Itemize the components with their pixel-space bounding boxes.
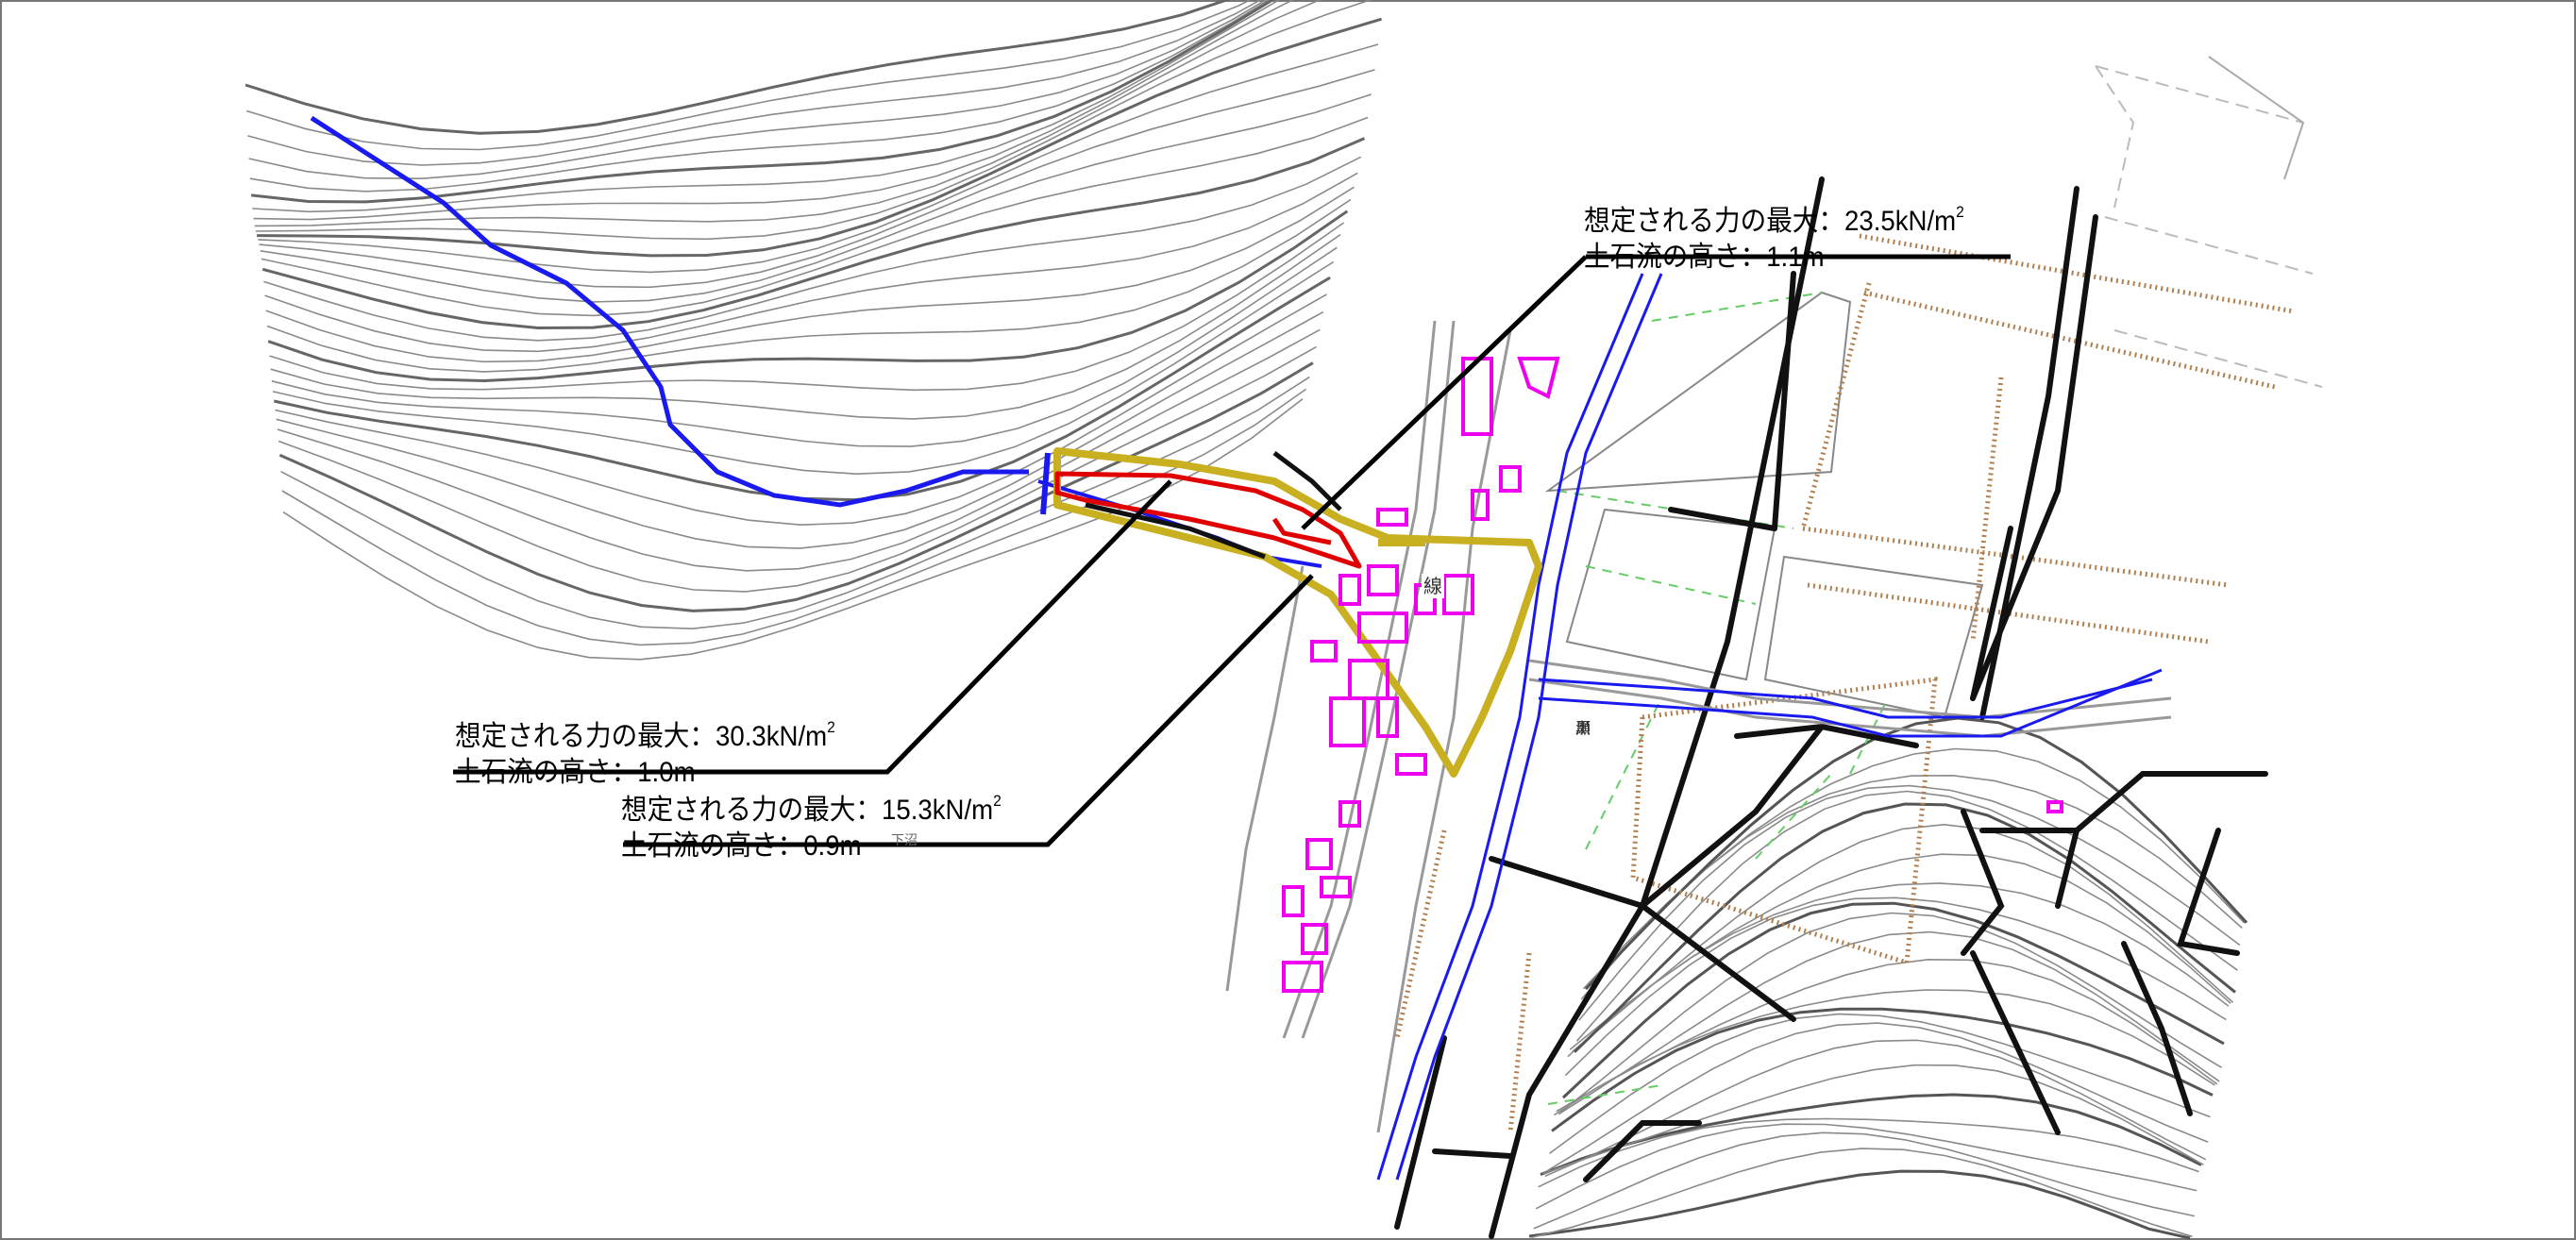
contour-line — [1575, 790, 2238, 1042]
contour-line — [1557, 930, 2220, 1115]
contour-line — [1544, 1039, 2207, 1178]
callout-a-height: 土石流の高さ：1.1m — [1584, 242, 1825, 273]
contour-line — [253, 0, 1295, 221]
contour-line — [1533, 1131, 2195, 1230]
contour-line — [281, 388, 1307, 646]
callout-leaders — [453, 254, 2011, 847]
dam-marker — [1040, 452, 1051, 515]
contour-line — [255, 0, 1372, 241]
contour-line — [1551, 1007, 2214, 1132]
contour-lines-east — [1528, 716, 2248, 1240]
hazard-zone-red — [1054, 471, 1362, 569]
contour-line — [261, 137, 1366, 330]
callout-b-height: 土石流の高さ：1.0m — [455, 757, 696, 788]
river — [1376, 273, 2163, 1181]
contour-line — [1569, 853, 2231, 1050]
contour-lines-west — [244, 0, 1383, 661]
callout-a-force: 想定される力の最大：23.5kN/m2 — [1584, 203, 1964, 237]
contour-line — [259, 69, 1375, 289]
roads — [1394, 176, 2268, 1239]
contour-line — [266, 198, 1352, 373]
callout-upper-right: 想定される力の最大：23.5kN/m2 土石流の高さ：1.1m — [1584, 194, 1964, 276]
contour-line — [275, 293, 1327, 527]
callout-c-height: 土石流の高さ：0.9m — [621, 830, 862, 862]
place-label-small: 下沼 — [891, 833, 918, 848]
river-char: 瀬 — [1574, 719, 1591, 737]
callout-left: 想定される力の最大：30.3kN/m2 土石流の高さ：1.0m — [455, 710, 835, 791]
contour-line — [249, 0, 1271, 193]
contour-line — [252, 0, 1281, 213]
contour-line — [276, 310, 1324, 549]
contour-line — [267, 209, 1349, 383]
hazard-zone-yellow — [1053, 447, 1542, 778]
contour-line — [1538, 1117, 2199, 1188]
contour-line — [260, 93, 1372, 303]
contour-line — [258, 43, 1379, 274]
contour-line — [244, 0, 1232, 135]
river-char: 川 — [1574, 719, 1591, 737]
contour-line — [282, 398, 1304, 661]
contour-line — [1540, 1093, 2202, 1177]
contour-line — [1535, 1123, 2197, 1210]
contour-line — [265, 186, 1355, 363]
leader-b — [453, 479, 1172, 775]
contour-line — [261, 116, 1369, 317]
leader-c — [623, 574, 1314, 847]
contour-line — [1564, 896, 2227, 1077]
contour-line — [1561, 901, 2225, 1099]
field-parcels — [1544, 56, 2323, 1105]
contour-line — [269, 222, 1345, 392]
contour-line — [1584, 716, 2248, 991]
contour-line — [270, 233, 1341, 420]
contour-line — [278, 361, 1314, 612]
contour-line — [272, 260, 1335, 476]
contour-line — [1567, 882, 2230, 1058]
river-char: 黒 — [1574, 719, 1591, 737]
contour-line — [1573, 802, 2236, 1053]
contour-line — [263, 156, 1362, 342]
callout-lower: 想定される力の最大：15.3kN/m2 土石流の高さ：0.9m — [621, 783, 1002, 864]
callout-b-force: 想定される力の最大：30.3kN/m2 — [455, 718, 835, 752]
contour-line — [1546, 1022, 2209, 1172]
contour-line — [280, 376, 1310, 630]
contour-line — [1531, 1148, 2193, 1239]
village-roads — [1225, 320, 2172, 1133]
contour-line — [245, 0, 1252, 151]
leader-a — [1301, 254, 2011, 530]
contour-line — [1560, 912, 2223, 1113]
mountain-stream — [310, 115, 1029, 508]
contour-line — [1528, 1169, 2191, 1240]
channel-line-black — [1085, 502, 1266, 560]
contour-line — [254, 0, 1322, 227]
callout-c-force: 想定される力の最大：15.3kN/m2 — [621, 792, 1002, 826]
contour-line — [247, 0, 1262, 166]
contour-line — [1556, 958, 2218, 1113]
contour-line — [1542, 1064, 2204, 1175]
field-borders — [1394, 233, 2295, 1133]
contour-line — [271, 246, 1338, 447]
buildings — [1282, 357, 2063, 993]
contour-line — [248, 0, 1268, 180]
contour-line — [264, 172, 1358, 353]
contour-line — [1549, 1013, 2211, 1154]
contour-line — [250, 0, 1275, 204]
contour-line — [277, 328, 1321, 572]
contour-line — [278, 345, 1317, 593]
road-char: 線 — [1422, 574, 1444, 598]
contour-line — [1578, 784, 2241, 1021]
contour-line — [257, 17, 1383, 258]
contour-line — [1572, 823, 2234, 1053]
